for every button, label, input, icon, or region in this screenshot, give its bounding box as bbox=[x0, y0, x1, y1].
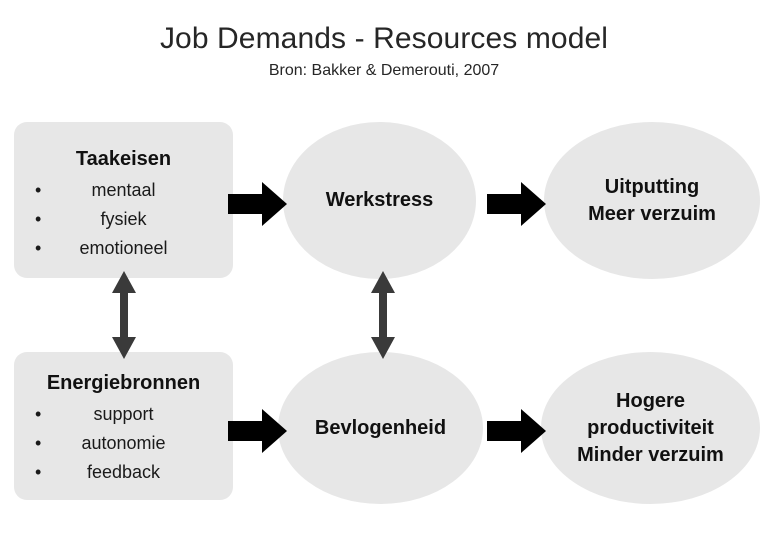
node-taakeisen-heading: Taakeisen bbox=[75, 148, 172, 170]
label-line: Minder verzuim bbox=[577, 443, 724, 466]
label-line: Meer verzuim bbox=[588, 202, 716, 225]
list-item: • feedback bbox=[14, 458, 233, 487]
list-item-label: feedback bbox=[86, 462, 161, 482]
list-item-label: mentaal bbox=[91, 180, 156, 200]
node-taakeisen[interactable]: Taakeisen • mentaal • fysiek • emotionee… bbox=[14, 122, 233, 278]
node-bevlogenheid-label: Bevlogenheid bbox=[278, 415, 483, 442]
node-hogere-productiviteit-label: Hogere productiviteit Minder verzuim bbox=[541, 388, 760, 469]
node-energiebronnen[interactable]: Energiebronnen • support • autonomie • f… bbox=[14, 352, 233, 500]
label-line: productiviteit bbox=[587, 416, 714, 439]
node-werkstress[interactable]: Werkstress bbox=[283, 122, 476, 279]
bullet-icon: • bbox=[35, 180, 42, 200]
label-line: Uitputting bbox=[604, 175, 700, 198]
connector-werkstress-to-uitputting bbox=[487, 182, 546, 226]
node-uitputting[interactable]: Uitputting Meer verzuim bbox=[544, 122, 760, 279]
list-item-label: autonomie bbox=[81, 433, 166, 453]
label-line: Werkstress bbox=[325, 189, 434, 211]
node-uitputting-label: Uitputting Meer verzuim bbox=[544, 174, 760, 228]
list-item: • autonomie bbox=[14, 429, 233, 458]
bullet-icon: • bbox=[35, 433, 42, 453]
connector-werkstress-bevlogenheid bbox=[371, 271, 395, 359]
label-line: Hogere bbox=[616, 389, 685, 412]
page-subtitle-source: Bron: Bakker & Demerouti, 2007 bbox=[268, 62, 500, 79]
node-hogere-productiviteit[interactable]: Hogere productiviteit Minder verzuim bbox=[541, 352, 760, 504]
connector-taakeisen-to-werkstress bbox=[228, 182, 287, 226]
bullet-icon: • bbox=[35, 209, 42, 229]
bullet-icon: • bbox=[35, 404, 42, 424]
connector-energiebronnen-to-bevlogenheid bbox=[228, 409, 287, 453]
bullet-icon: • bbox=[35, 462, 42, 482]
node-taakeisen-bullets: • mentaal • fysiek • emotioneel bbox=[14, 176, 233, 263]
node-energiebronnen-heading: Energiebronnen bbox=[46, 372, 201, 394]
bullet-icon: • bbox=[35, 238, 42, 258]
list-item-label: emotioneel bbox=[79, 238, 168, 258]
list-item: • fysiek bbox=[14, 205, 233, 234]
connector-bevlogenheid-to-hogere-productiviteit bbox=[487, 409, 546, 453]
page-title: Job Demands - Resources model bbox=[159, 22, 609, 55]
list-item-label: support bbox=[93, 404, 154, 424]
list-item: • support bbox=[14, 400, 233, 429]
node-bevlogenheid[interactable]: Bevlogenheid bbox=[278, 352, 483, 504]
list-item: • mentaal bbox=[14, 176, 233, 205]
list-item: • emotioneel bbox=[14, 234, 233, 263]
list-item-label: fysiek bbox=[100, 209, 147, 229]
connector-taakeisen-energiebronnen bbox=[112, 271, 136, 359]
label-line: Bevlogenheid bbox=[314, 416, 447, 439]
node-werkstress-label: Werkstress bbox=[283, 187, 476, 214]
node-energiebronnen-bullets: • support • autonomie • feedback bbox=[14, 400, 233, 487]
